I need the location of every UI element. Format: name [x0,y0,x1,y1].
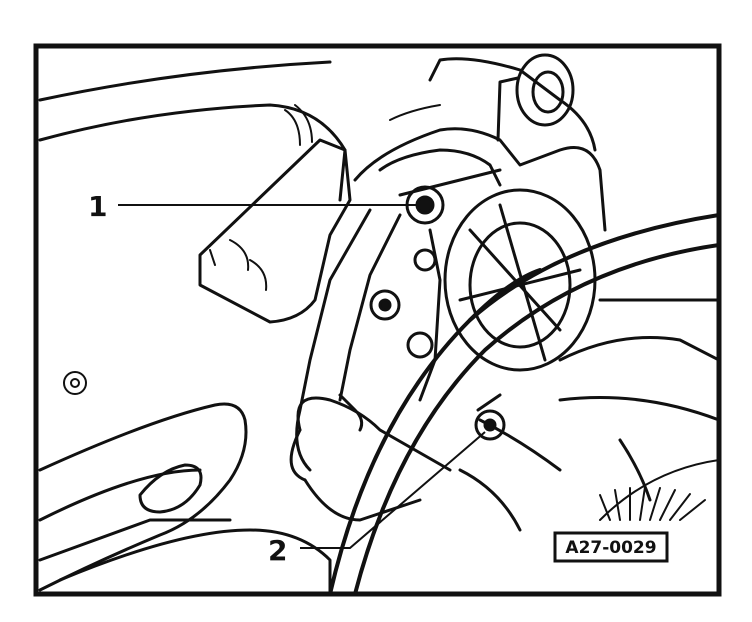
slot-hole [138,463,203,514]
bracket-plate [198,138,352,324]
housing-stud [496,53,575,142]
panel-cap [63,371,87,395]
alternator-housing [353,57,607,232]
callout-2-leader [300,431,486,549]
fan-ring [328,213,719,594]
body-panel-lines [38,60,347,594]
lower-bolt [474,393,506,441]
callout-1-label: 1 [88,190,107,223]
fan-grille [599,459,719,521]
drive-belt [289,393,452,522]
figure-frame [33,43,722,597]
reference-code-box: A27-0029 [553,531,669,563]
reference-code: A27-0029 [565,538,656,558]
shading-hatches [209,104,441,291]
floor-edge [38,518,232,562]
callout-2-label: 2 [268,534,287,567]
